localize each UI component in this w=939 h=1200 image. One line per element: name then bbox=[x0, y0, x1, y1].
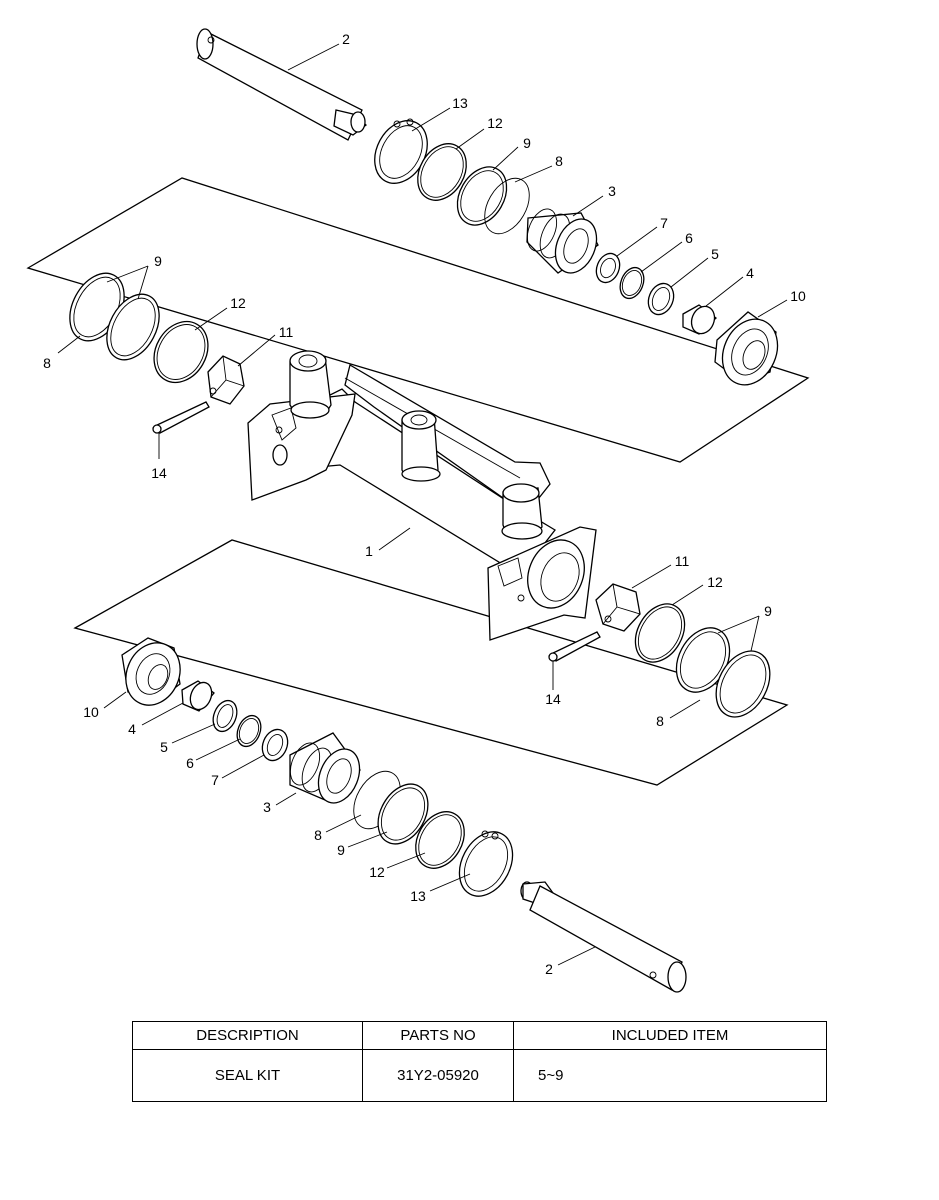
callout-upper-boss: 10 bbox=[790, 288, 806, 304]
table-row: SEAL KIT 31Y2-05920 5~9 bbox=[132, 1049, 827, 1102]
exploded-parts-diagram: 2 13 12 9 8 3 7 6 5 4 10 9 8 12 11 14 1 … bbox=[26, 28, 810, 993]
lower-assembly-frame bbox=[73, 539, 789, 786]
callout-upper-snap-ring: 13 bbox=[452, 95, 468, 111]
callout-right-cotter-pin: 14 bbox=[545, 691, 561, 707]
callout-lower-bushing: 3 bbox=[263, 799, 271, 815]
main-body bbox=[247, 350, 597, 641]
callout-lower-ring-5: 5 bbox=[160, 739, 168, 755]
right-nut bbox=[595, 583, 641, 632]
header-parts-no: PARTS NO bbox=[362, 1021, 514, 1050]
upper-ring-5 bbox=[647, 282, 675, 316]
callout-upper-sleeve: 4 bbox=[746, 265, 754, 281]
callout-right-ring-9: 9 bbox=[764, 603, 772, 619]
callout-upper-bushing: 3 bbox=[608, 183, 616, 199]
upper-ring-6 bbox=[619, 266, 645, 300]
lower-ring-7 bbox=[261, 728, 289, 762]
lower-boss bbox=[121, 637, 181, 706]
upper-pin bbox=[196, 28, 367, 141]
left-nut bbox=[207, 355, 245, 405]
left-ring-pair bbox=[69, 272, 160, 361]
left-cotter-pin bbox=[152, 401, 210, 434]
upper-ring-7 bbox=[595, 252, 621, 284]
upper-boss bbox=[714, 311, 779, 386]
seal-kit-table: DESCRIPTION PARTS NO INCLUDED ITEM SEAL … bbox=[132, 1021, 827, 1102]
callout-upper-ring-7: 7 bbox=[660, 215, 668, 231]
upper-backup-ring bbox=[417, 143, 467, 201]
callout-left-cotter-pin: 14 bbox=[151, 465, 167, 481]
upper-bushing bbox=[526, 208, 599, 274]
header-included-item: INCLUDED ITEM bbox=[513, 1021, 827, 1050]
right-ring-pair bbox=[675, 627, 771, 718]
callout-right-ring-12: 12 bbox=[707, 574, 723, 590]
lower-sleeve bbox=[181, 680, 215, 712]
callout-upper-ring-5: 5 bbox=[711, 246, 719, 262]
callout-upper-seal: 9 bbox=[523, 135, 531, 151]
lower-ring-5 bbox=[212, 699, 238, 733]
cell-description: SEAL KIT bbox=[132, 1049, 363, 1102]
callout-left-ring-12: 12 bbox=[230, 295, 246, 311]
leader-lines bbox=[57, 43, 788, 966]
callout-lower-pin: 2 bbox=[545, 961, 553, 977]
callout-lower-boss: 10 bbox=[83, 704, 99, 720]
lower-ring-6 bbox=[236, 714, 262, 748]
callout-lower-seal: 9 bbox=[337, 842, 345, 858]
callout-lower-ring-7: 7 bbox=[211, 772, 219, 788]
callout-lower-snap-ring: 13 bbox=[410, 888, 426, 904]
lower-snap-ring bbox=[458, 830, 514, 897]
lower-bushing bbox=[289, 732, 361, 804]
table-header-row: DESCRIPTION PARTS NO INCLUDED ITEM bbox=[132, 1021, 827, 1050]
upper-sleeve bbox=[682, 304, 718, 335]
callout-upper-o-ring: 8 bbox=[555, 153, 563, 169]
upper-assembly-frame bbox=[26, 177, 810, 463]
callout-upper-backup-ring: 12 bbox=[487, 115, 503, 131]
header-description: DESCRIPTION bbox=[132, 1021, 363, 1050]
callout-left-ring-9: 9 bbox=[154, 253, 162, 269]
lower-pin bbox=[520, 881, 687, 993]
left-backup-ring bbox=[153, 320, 209, 384]
callout-lower-o-ring: 8 bbox=[314, 827, 322, 843]
callout-lower-backup-ring: 12 bbox=[369, 864, 385, 880]
right-backup-ring bbox=[634, 603, 686, 663]
callout-right-o-ring-8: 8 bbox=[656, 713, 664, 729]
callout-upper-pin: 2 bbox=[342, 31, 350, 47]
callout-main-body: 1 bbox=[365, 543, 373, 559]
callout-upper-ring-6: 6 bbox=[685, 230, 693, 246]
lower-seal-pair bbox=[353, 770, 429, 845]
callout-right-nut: 11 bbox=[675, 553, 690, 569]
callout-left-o-ring-8: 8 bbox=[43, 355, 51, 371]
lower-backup-ring bbox=[415, 811, 465, 869]
callout-left-nut: 11 bbox=[279, 324, 294, 340]
cell-parts-no: 31Y2-05920 bbox=[362, 1049, 514, 1102]
upper-seal-pair bbox=[456, 166, 530, 235]
callout-lower-ring-6: 6 bbox=[186, 755, 194, 771]
cell-included-item: 5~9 bbox=[513, 1049, 827, 1102]
callout-lower-sleeve: 4 bbox=[128, 721, 136, 737]
